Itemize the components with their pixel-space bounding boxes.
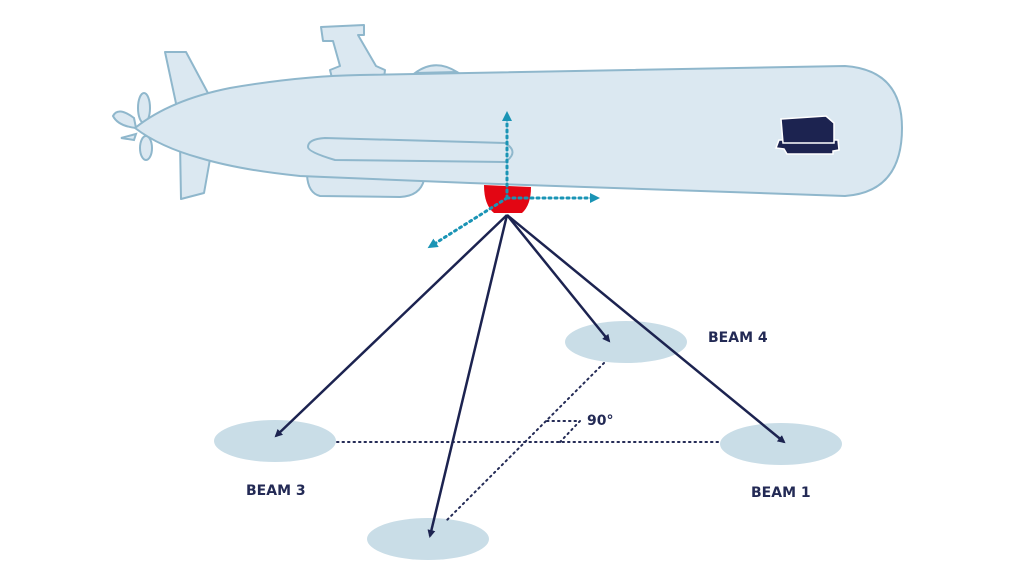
beam-4-label: BEAM 4 [708, 330, 768, 346]
beam-4-ray [506, 214, 611, 343]
right-angle-marker [546, 420, 583, 443]
beam-rays [274, 214, 786, 538]
beam-2-footprint [367, 518, 489, 560]
beam-1-ray [506, 214, 786, 444]
lateral-axis-arrow [427, 196, 509, 249]
auv-vehicle [111, 24, 903, 200]
beam-1-footprint [720, 423, 842, 465]
mast [320, 24, 386, 79]
beam-3-label: BEAM 3 [246, 483, 306, 499]
hull [134, 65, 903, 197]
beam-1-label: BEAM 1 [751, 485, 811, 501]
coordinate-axes [427, 111, 600, 249]
top-dome [411, 64, 461, 75]
propeller-icon [111, 92, 153, 161]
beam-footprints [214, 321, 842, 560]
beam-3-ray [274, 214, 508, 438]
geometry-lines [336, 362, 720, 521]
beam-3-footprint [214, 420, 336, 462]
beam-2-ray [427, 214, 509, 538]
beam4-beam2-line [446, 362, 605, 521]
angle-label: 90° [587, 413, 613, 429]
side-fairing [306, 136, 514, 164]
payload-box-icon [774, 115, 840, 155]
beam-4-footprint [565, 321, 687, 363]
